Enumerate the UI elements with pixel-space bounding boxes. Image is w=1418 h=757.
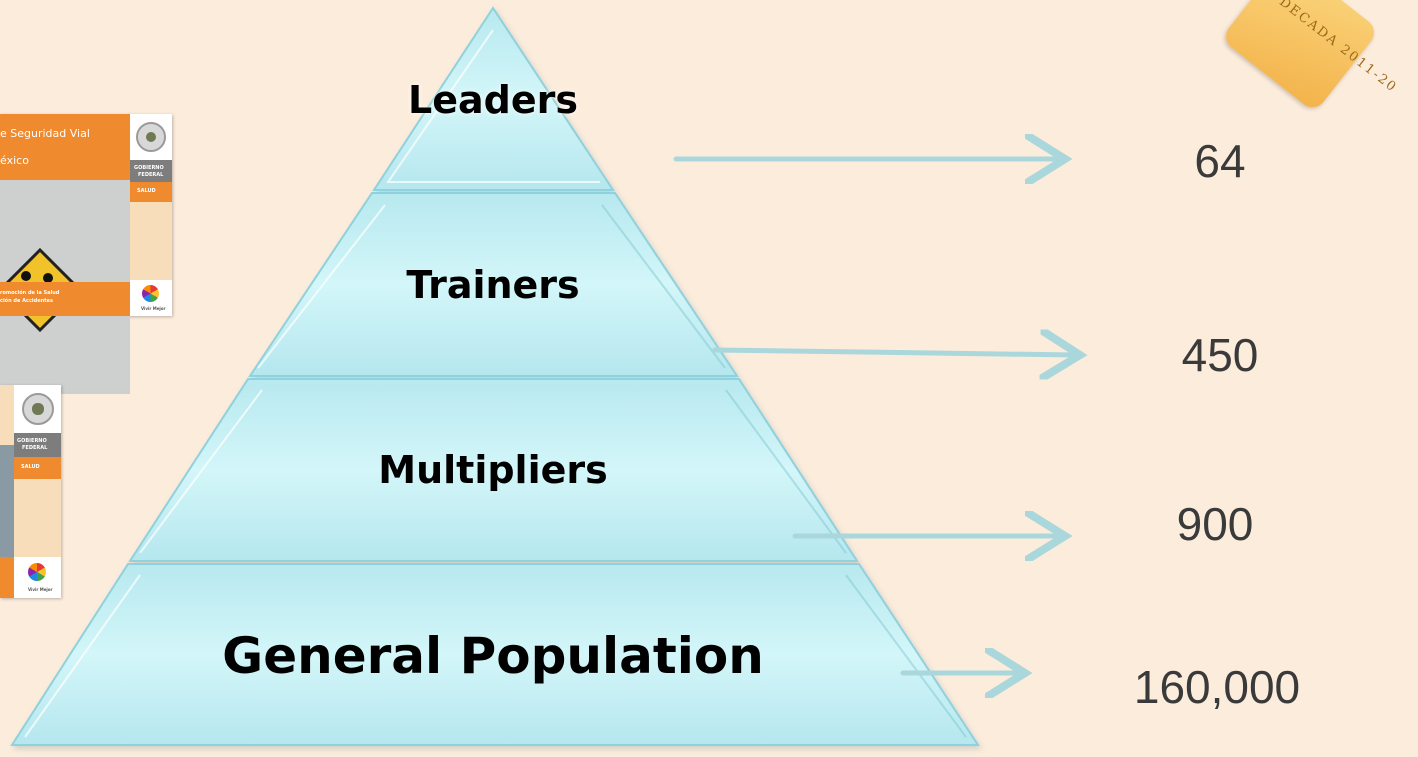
tier-label-general-population: General Population bbox=[222, 627, 764, 685]
pyramid-tier-general-population bbox=[10, 563, 980, 746]
pyramid-diagram bbox=[10, 6, 1326, 746]
value-multipliers: 900 bbox=[1176, 498, 1254, 550]
value-trainers: 450 bbox=[1181, 329, 1259, 381]
pyramid-tier-leaders bbox=[372, 6, 615, 191]
doc1-side-label2: FEDERAL bbox=[138, 172, 164, 178]
doc2-footer-logo-text: Vivir Mejor bbox=[28, 587, 53, 592]
doc2-photo bbox=[0, 445, 14, 557]
doc2-side-label1: GOBIERNO bbox=[17, 438, 47, 444]
arrow-trainers bbox=[712, 350, 1075, 355]
pyramid-tier-multipliers bbox=[128, 378, 859, 562]
value-leaders: 64 bbox=[1194, 135, 1246, 187]
document-cover-1: e Seguridad Vial éxico romoción de la Sa… bbox=[0, 114, 172, 394]
doc2-side-label2: FEDERAL bbox=[22, 445, 48, 451]
doc1-title-line1: e Seguridad Vial bbox=[0, 127, 90, 140]
tier-label-multipliers: Multipliers bbox=[378, 448, 608, 492]
doc2-seal-icon bbox=[22, 393, 54, 425]
tier-label-leaders: Leaders bbox=[408, 78, 578, 122]
pyramid-tier-trainers bbox=[248, 192, 739, 377]
doc1-side-label3: SALUD bbox=[137, 188, 156, 194]
document-cover-2: GOBIERNO FEDERAL SALUD Vivir Mejor bbox=[0, 385, 61, 598]
doc2-vivir-mejor-logo-icon bbox=[28, 563, 46, 581]
doc1-footer-line1: romoción de la Salud bbox=[0, 290, 60, 296]
doc1-vivir-mejor-logo-icon bbox=[142, 285, 159, 302]
doc1-footer-line2: ción de Accidentes bbox=[0, 298, 53, 304]
doc1-title-line2: éxico bbox=[0, 154, 29, 167]
tier-label-trainers: Trainers bbox=[406, 263, 580, 307]
doc1-side-label1: GOBIERNO bbox=[134, 165, 164, 171]
doc1-footer-logo-text: Vivir Mejor bbox=[141, 306, 166, 311]
decade-badge-text: DECADA 2011-20 bbox=[1276, 0, 1400, 96]
doc2-side-label3: SALUD bbox=[21, 464, 40, 470]
value-general-population: 160,000 bbox=[1133, 661, 1301, 713]
doc1-seal-icon bbox=[136, 122, 166, 152]
